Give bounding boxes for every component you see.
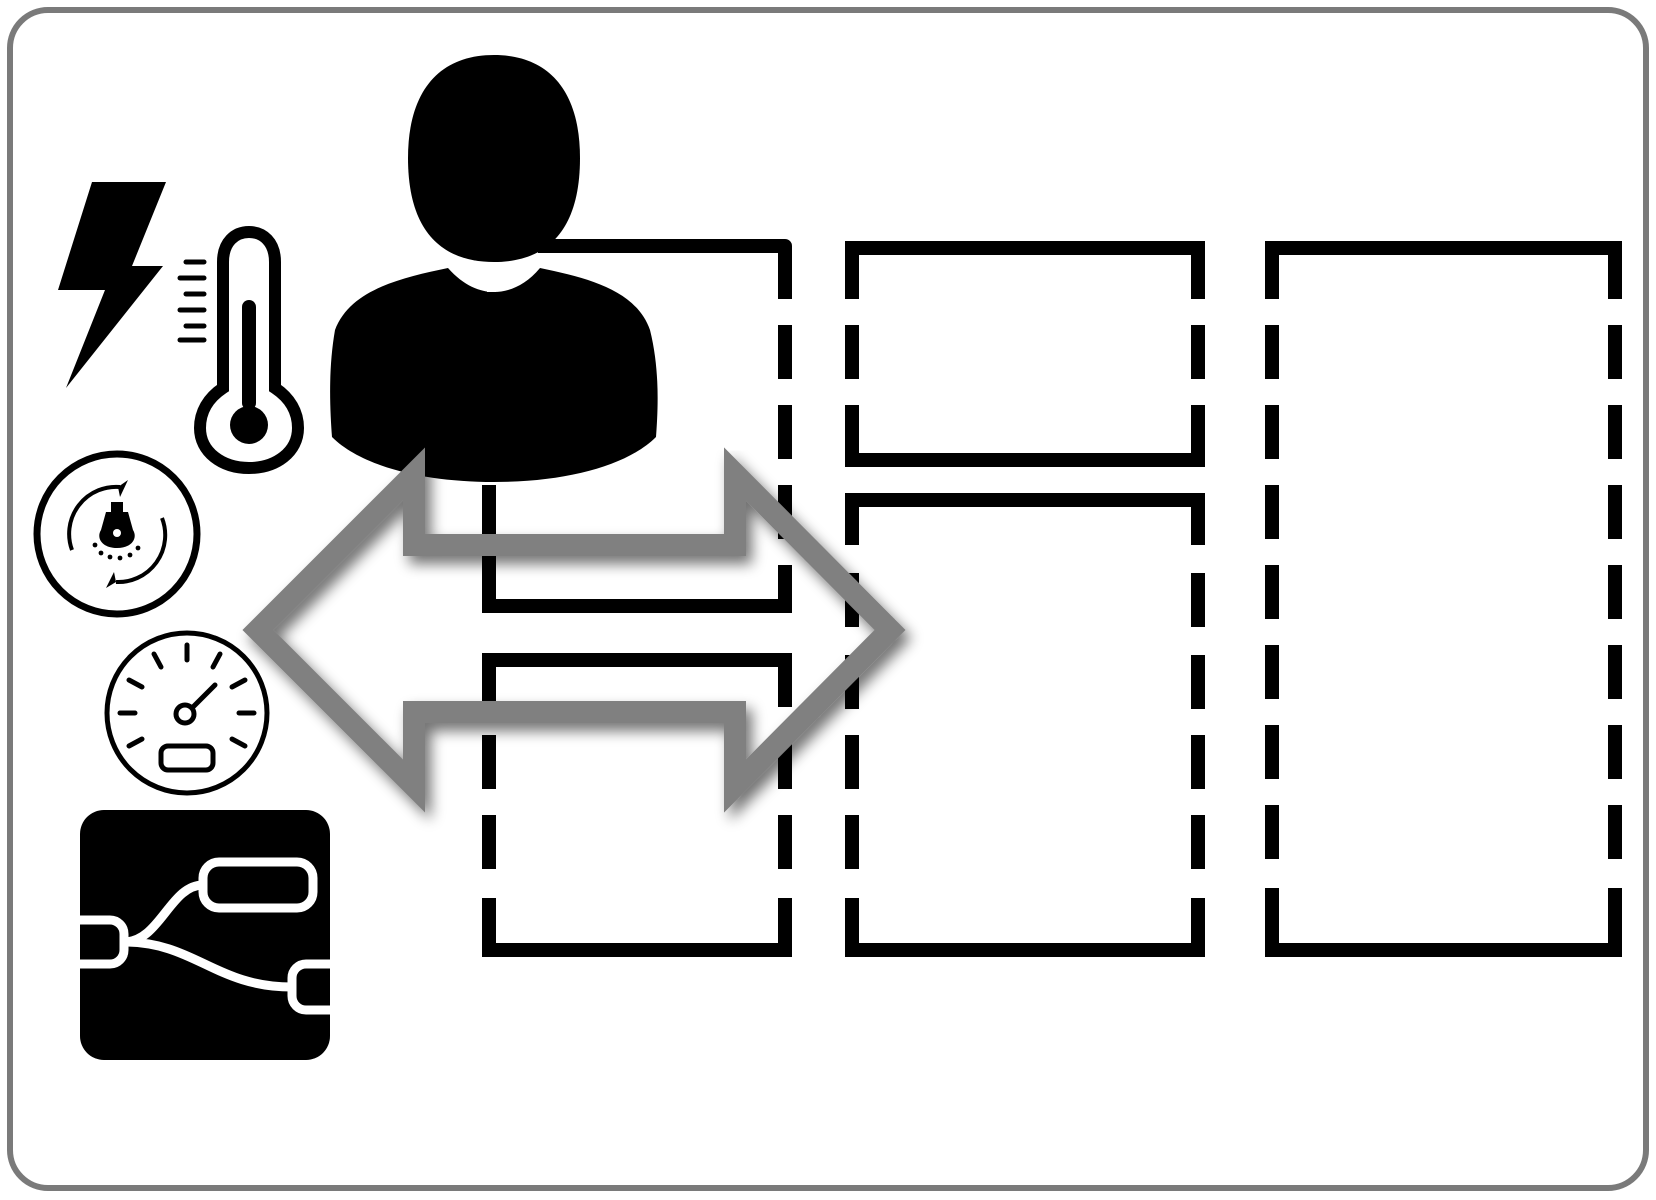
user-silhouette-icon — [330, 55, 658, 482]
column-2 — [845, 241, 1205, 957]
column-1-top-box — [538, 239, 792, 299]
column-1-bottom-box — [482, 653, 792, 707]
thermometer-icon — [177, 225, 305, 475]
lightning-icon — [58, 182, 166, 388]
column-2-bottom-box — [845, 493, 1205, 545]
node-red-flow-icon — [57, 810, 359, 1060]
valve-knob-icon — [33, 450, 201, 618]
column-3-full-box — [1265, 241, 1622, 299]
column-2-top-box — [845, 241, 1205, 299]
column-1 — [482, 239, 792, 957]
speedometer-icon — [104, 630, 270, 796]
bidirectional-arrow — [242, 447, 906, 813]
column-3 — [1265, 241, 1622, 957]
